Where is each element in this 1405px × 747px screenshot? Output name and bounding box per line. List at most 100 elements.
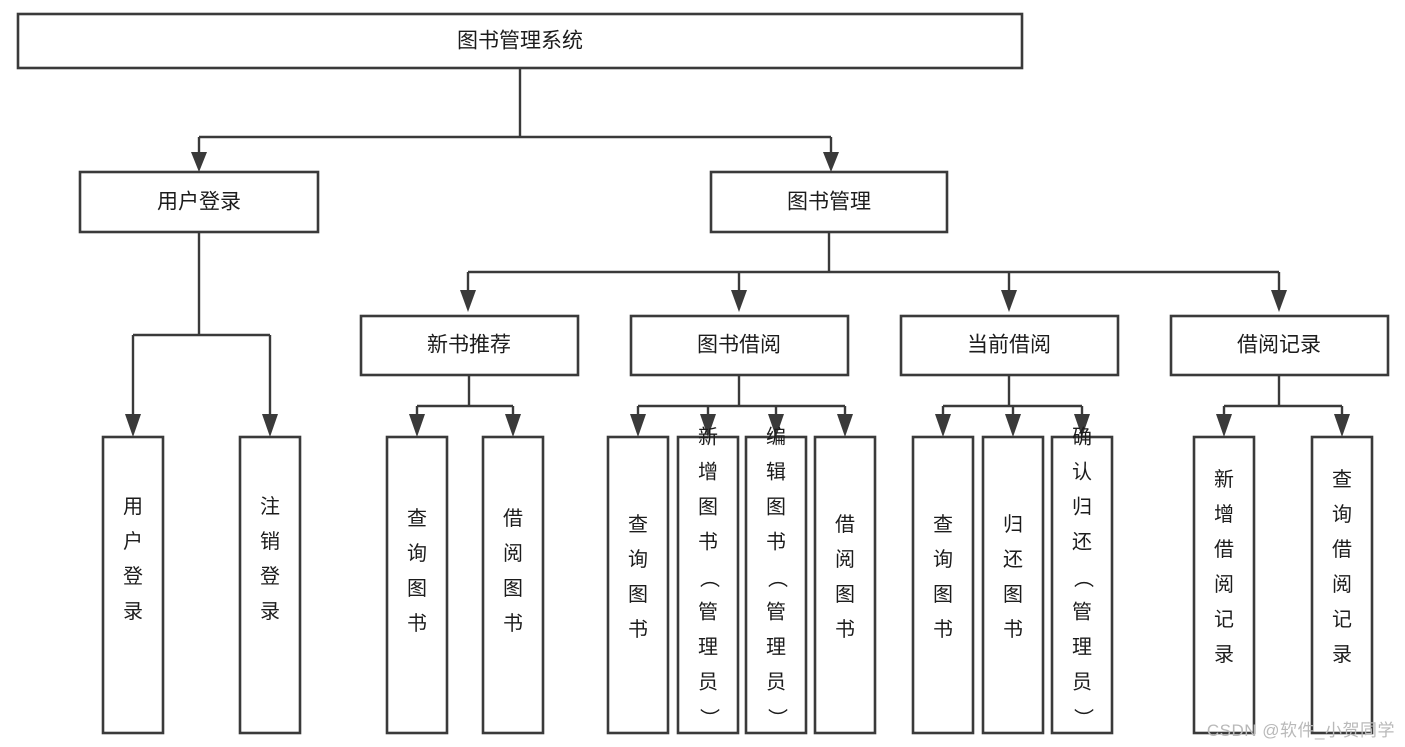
svg-text:询: 询 [933, 548, 953, 571]
svg-text:增: 增 [698, 460, 718, 483]
node-leaf-confirm-return-box[interactable] [1050, 435, 1114, 735]
arrow-head-book-manage [823, 152, 839, 172]
node-book-borrow-label: 图书借阅 [697, 334, 781, 357]
svg-text:理: 理 [1072, 636, 1092, 658]
arrow-head-leaf-return-book [1005, 414, 1021, 437]
node-leaf-query-book-3-box[interactable] [911, 435, 975, 735]
svg-text:书: 书 [503, 612, 523, 635]
svg-text:查: 查 [407, 507, 427, 530]
node-borrow-record[interactable]: 借阅记录 [1169, 314, 1390, 377]
node-current-borrow[interactable]: 当前借阅 [899, 314, 1120, 377]
svg-text:新: 新 [698, 425, 718, 448]
node-leaf-edit-book-box[interactable] [744, 435, 808, 735]
node-user-login-box[interactable] [78, 170, 320, 234]
svg-text:询: 询 [1332, 503, 1352, 526]
svg-text:借: 借 [1214, 538, 1234, 561]
svg-text:（: （ [766, 568, 789, 588]
edge-group-current-borrow-to-leaves [935, 375, 1090, 437]
svg-text:图: 图 [698, 496, 718, 518]
node-book-borrow[interactable]: 图书借阅 [629, 314, 850, 377]
node-leaf-add-book-box[interactable] [676, 435, 740, 735]
svg-text:员: 员 [1072, 671, 1092, 693]
node-book-manage[interactable]: 图书管理 [709, 170, 949, 234]
svg-text:管: 管 [1072, 600, 1092, 623]
svg-text:）: ） [766, 708, 789, 728]
node-leaf-user-login[interactable]: 用户登录 [101, 435, 165, 735]
svg-text:询: 询 [407, 542, 427, 565]
arrow-head-user-login [191, 152, 207, 172]
svg-text:阅: 阅 [503, 542, 523, 565]
svg-text:注: 注 [260, 495, 280, 518]
svg-text:）: ） [1072, 708, 1095, 728]
svg-text:辑: 辑 [766, 460, 786, 483]
node-leaf-borrow-book-1-box[interactable] [481, 435, 545, 735]
arrow-head-leaf-borrow-book-1 [505, 414, 521, 437]
arrow-head-current-borrow [1001, 290, 1017, 312]
arrow-head-leaf-query-book-2 [630, 414, 646, 437]
arrow-head-leaf-query-book-1 [409, 414, 425, 437]
svg-text:理: 理 [766, 636, 786, 658]
node-root[interactable]: 图书管理系统 [16, 12, 1024, 70]
arrow-head-leaf-add-record [1216, 414, 1232, 437]
svg-text:图: 图 [766, 496, 786, 518]
svg-text:书: 书 [698, 530, 718, 553]
svg-text:）: ） [698, 708, 721, 728]
node-new-book-recommend[interactable]: 新书推荐 [359, 314, 580, 377]
node-root-box[interactable] [16, 12, 1024, 70]
svg-text:（: （ [698, 568, 721, 588]
node-root-label: 图书管理系统 [457, 30, 583, 53]
node-leaf-query-book-2-box[interactable] [606, 435, 670, 735]
svg-text:录: 录 [260, 601, 280, 623]
svg-text:管: 管 [766, 600, 786, 623]
svg-text:查: 查 [1332, 468, 1352, 491]
edge-group-book-borrow-to-leaves [630, 375, 853, 437]
node-leaf-return-book-box[interactable] [981, 435, 1045, 735]
node-leaf-query-book-1-box[interactable] [385, 435, 449, 735]
node-leaf-logout-login-box[interactable] [238, 435, 302, 735]
arrow-head-leaf-confirm-return [1074, 414, 1090, 437]
edge-group-new-book-recommend-to-leaves [409, 375, 521, 437]
arrow-head-leaf-query-book-3 [935, 414, 951, 437]
node-leaf-add-record-box[interactable] [1192, 435, 1256, 735]
svg-text:图: 图 [628, 584, 648, 606]
svg-text:图: 图 [1003, 584, 1023, 606]
svg-text:用: 用 [123, 496, 143, 518]
arrow-head-leaf-edit-book [768, 414, 784, 437]
svg-text:新: 新 [1214, 468, 1234, 491]
svg-text:记: 记 [1332, 608, 1352, 631]
node-book-manage-box[interactable] [709, 170, 949, 234]
svg-text:阅: 阅 [1214, 573, 1234, 596]
edge-group-root-to-level1 [191, 68, 839, 172]
arrow-head-leaf-add-book [700, 414, 716, 437]
node-current-borrow-box[interactable] [899, 314, 1120, 377]
node-leaf-query-record-box[interactable] [1310, 435, 1374, 735]
svg-text:查: 查 [933, 513, 953, 536]
node-book-borrow-box[interactable] [629, 314, 850, 377]
node-book-manage-label: 图书管理 [787, 191, 871, 214]
svg-text:认: 认 [1072, 460, 1092, 483]
edge-group-user-login-to-leaves [125, 232, 278, 437]
node-leaf-user-login-box[interactable] [101, 435, 165, 735]
node-borrow-record-box[interactable] [1169, 314, 1390, 377]
node-new-book-recommend-box[interactable] [359, 314, 580, 377]
svg-text:归: 归 [1072, 495, 1092, 518]
node-user-login[interactable]: 用户登录 [78, 170, 320, 234]
node-leaf-borrow-book-2-box[interactable] [813, 435, 877, 735]
